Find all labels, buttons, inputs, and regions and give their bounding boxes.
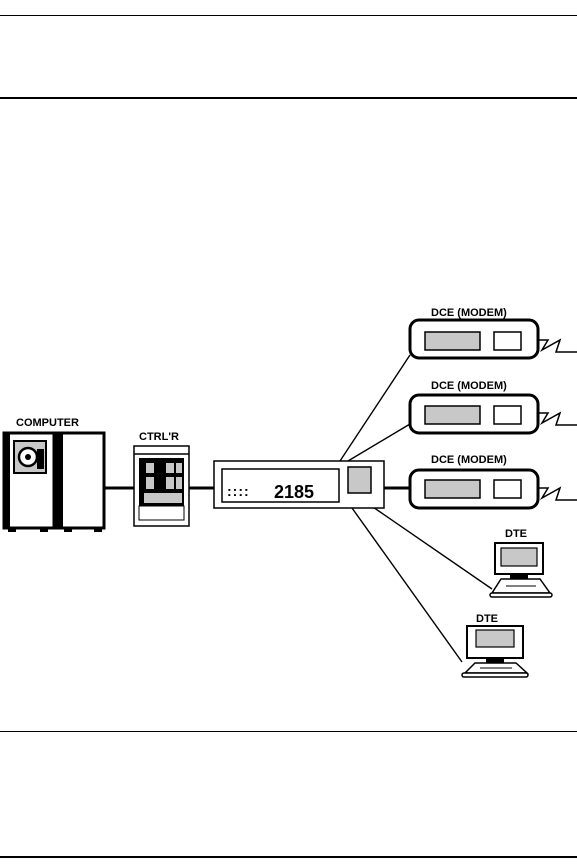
modem-2-icon: DCE (MODEM)	[410, 380, 577, 433]
device-model-label: 2185	[274, 482, 314, 502]
computer-label: COMPUTER	[16, 417, 79, 429]
controller-label: CTRL'R	[139, 431, 179, 443]
modem-1-label: DCE (MODEM)	[431, 307, 507, 319]
modem-3-label: DCE (MODEM)	[431, 454, 507, 466]
modem-3-icon: DCE (MODEM)	[410, 454, 577, 508]
computer-icon: COMPUTER	[4, 417, 104, 532]
device-dots: ::::	[227, 483, 250, 499]
terminal-1-icon: DTE	[490, 528, 552, 597]
modem-2-label: DCE (MODEM)	[431, 380, 507, 392]
terminal-2-label: DTE	[476, 613, 498, 625]
central-device-2185: :::: 2185	[214, 461, 384, 508]
controller-icon: CTRL'R	[134, 431, 189, 526]
modem-1-icon: DCE (MODEM)	[410, 307, 577, 358]
terminal-2-icon: DTE	[462, 613, 528, 677]
line-to-terminal-1	[370, 505, 492, 589]
terminal-1-label: DTE	[505, 528, 527, 540]
line-to-modem-2	[348, 424, 410, 461]
